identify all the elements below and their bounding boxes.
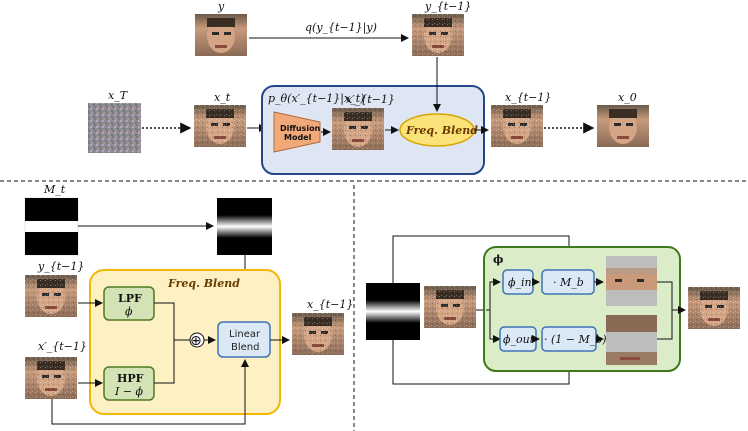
image-xT	[88, 103, 141, 153]
image-x0	[597, 105, 649, 147]
label-y-tm1: y_{t−1}	[424, 0, 471, 13]
bottom-left-section: M_t y_{t−1} x′_{t−1} Freq. Blend LPF ϕ H…	[24, 183, 353, 425]
image-y-tm1	[412, 14, 464, 56]
image-bl-xprime	[25, 357, 77, 399]
br-masked-in-image	[606, 256, 657, 306]
br-output-image	[688, 287, 740, 329]
linear-label-1: Linear	[229, 329, 261, 340]
label-y: y	[217, 0, 225, 13]
label-x0: x_0	[618, 91, 637, 104]
lpf-sub: ϕ	[125, 305, 133, 318]
diffusion-model-block	[273, 111, 321, 153]
label-q: q(y_{t−1}|y)	[305, 21, 377, 35]
label-xtm1: x_{t−1}	[505, 91, 551, 104]
blurred-mask-image	[217, 198, 272, 255]
freq-blend-label: Freq. Blend	[405, 124, 478, 137]
bottom-right-section: ϕ ϕ_in ϕ_out · M_b · (1 − M_b)	[366, 235, 740, 385]
lpf-title: LPF	[118, 292, 142, 305]
model-label-1: Diffusion	[280, 124, 321, 133]
hpf-sub: I − ϕ	[114, 385, 144, 398]
phi-out-label: ϕ_out	[503, 333, 535, 346]
oplus-symbol: ⊕	[190, 333, 202, 349]
br-input-image	[424, 286, 476, 328]
label-xprime: x′_{t−1}	[346, 93, 395, 106]
label-mask: M_t	[43, 183, 66, 196]
label-bl-xprime: x′_{t−1}	[38, 340, 87, 353]
top-section: y y_{t−1} q(y_{t−1}|y) x_T x_t p_θ(x′_{t…	[88, 0, 649, 175]
label-xT: x_T	[108, 89, 129, 102]
label-xt: x_t	[214, 91, 231, 104]
phi-in-label: ϕ_in	[508, 276, 532, 289]
mask-image	[24, 197, 79, 256]
mul-mb-label: · M_b	[553, 276, 584, 289]
image-bl-out	[292, 313, 344, 355]
image-xtm1	[491, 105, 543, 147]
image-xt	[194, 105, 246, 147]
label-bl-y: y_{t−1}	[37, 260, 84, 273]
mul-1mb-label: · (1 − M_b)	[544, 333, 607, 346]
image-bl-y	[25, 275, 77, 317]
hpf-title: HPF	[117, 372, 144, 385]
label-p: p_θ(x′_{t−1}|x_t)	[268, 92, 364, 106]
model-label-2: Model	[284, 133, 312, 142]
label-bl-out: x_{t−1}	[307, 298, 353, 311]
br-masked-out-image	[606, 315, 657, 365]
linear-label-2: Blend	[231, 342, 259, 353]
image-xprime	[332, 108, 384, 150]
image-y	[195, 14, 247, 56]
br-mask-image	[366, 283, 420, 340]
phi-title: ϕ	[493, 253, 503, 266]
freq-blend-panel-title: Freq. Blend	[167, 277, 240, 290]
